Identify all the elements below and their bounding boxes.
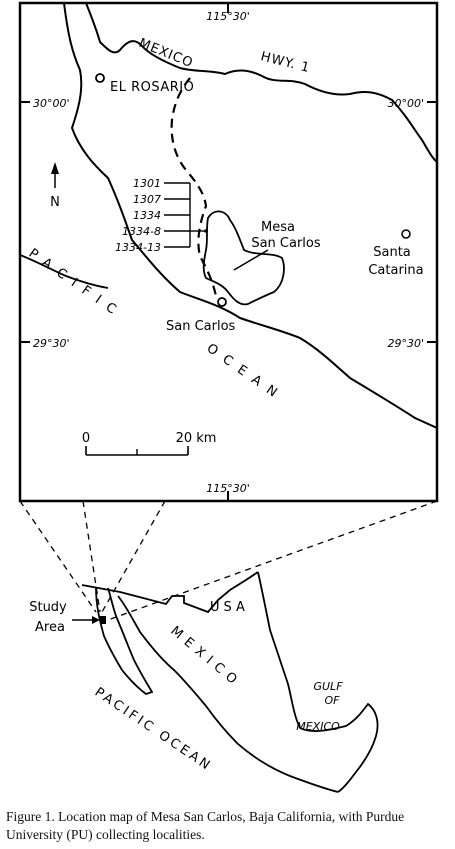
mesa-pointer	[233, 249, 269, 271]
santa-catarina-line2: Catarina	[368, 263, 423, 278]
overview-ocean-label: PACIFIC OCEAN	[92, 685, 215, 775]
el-rosario-marker	[95, 73, 105, 83]
gulf-coast	[257, 571, 379, 793]
coastline	[63, 3, 437, 429]
santa-catarina-marker	[401, 229, 411, 239]
santa-catarina-line1: Santa	[373, 245, 411, 260]
locality-1301: 1301	[133, 177, 161, 190]
study-area-arrowhead-icon	[92, 616, 100, 624]
lat-2930-right-label: 29°30'	[387, 337, 424, 350]
el-rosario-label: EL ROSARIO	[110, 80, 194, 95]
mesa-outline	[202, 210, 285, 306]
study-area-label-line2: Area	[35, 620, 65, 635]
lat-30-left-label: 30°00'	[33, 97, 70, 110]
study-area-marker	[100, 616, 106, 624]
locality-1334: 1334	[133, 209, 161, 222]
mainland-west-coast	[117, 595, 339, 793]
figure-caption: Figure 1. Location map of Mesa San Carlo…	[6, 809, 405, 842]
mesa-label-line1: Mesa	[261, 220, 295, 235]
locality-1334-13: 1334-13	[115, 241, 161, 254]
border-line	[85, 3, 437, 163]
overview-map: Study Area USA MEXICO GULF OF MEXICO PAC…	[29, 571, 379, 793]
scale-start-label: 0	[82, 431, 90, 446]
locality-bracket	[164, 182, 208, 248]
baja-california-outline	[95, 587, 154, 696]
locality-1334-8: 1334-8	[122, 225, 161, 238]
overview-mexico-label: MEXICO	[167, 624, 244, 692]
north-arrowhead-icon	[51, 162, 59, 174]
usa-label: USA	[210, 600, 249, 615]
north-arrow: N	[50, 162, 60, 210]
san-carlos-marker	[217, 297, 227, 307]
longitude-label-top: 115°30'	[206, 10, 250, 23]
drainage-line	[20, 254, 109, 289]
gulf-label-line3: MEXICO	[296, 720, 340, 733]
country-label: MEXICO	[137, 36, 196, 71]
scale-end-label: 20 km	[176, 431, 217, 446]
scale-bar	[85, 446, 189, 456]
mesa-label-line2: San Carlos	[251, 236, 321, 251]
lat-2930-left-label: 29°30'	[33, 337, 70, 350]
dashed-road	[170, 77, 218, 297]
gulf-label-line2: OF	[325, 694, 341, 707]
us-mexico-border	[81, 571, 259, 614]
san-carlos-label: San Carlos	[166, 319, 236, 334]
inset-map: 115°30' 115°30' 30°00' 30°00' 29°30' 29°…	[18, 1, 439, 503]
lat-30-right-label: 30°00'	[387, 97, 424, 110]
longitude-label-bottom: 115°30'	[206, 482, 250, 495]
locality-1307: 1307	[133, 193, 161, 206]
inset-ocean-label-pacific: PACIFIC	[26, 246, 126, 323]
gulf-label-line1: GULF	[313, 680, 343, 693]
study-area-label-line1: Study	[29, 600, 67, 615]
location-map-figure: 115°30' 115°30' 30°00' 30°00' 29°30' 29°…	[18, 1, 439, 793]
inset-ocean-label-ocean: OCEAN	[204, 341, 287, 406]
highway-label: HWY. 1	[259, 49, 312, 76]
north-label: N	[50, 195, 60, 210]
connector-lines	[19, 500, 438, 621]
